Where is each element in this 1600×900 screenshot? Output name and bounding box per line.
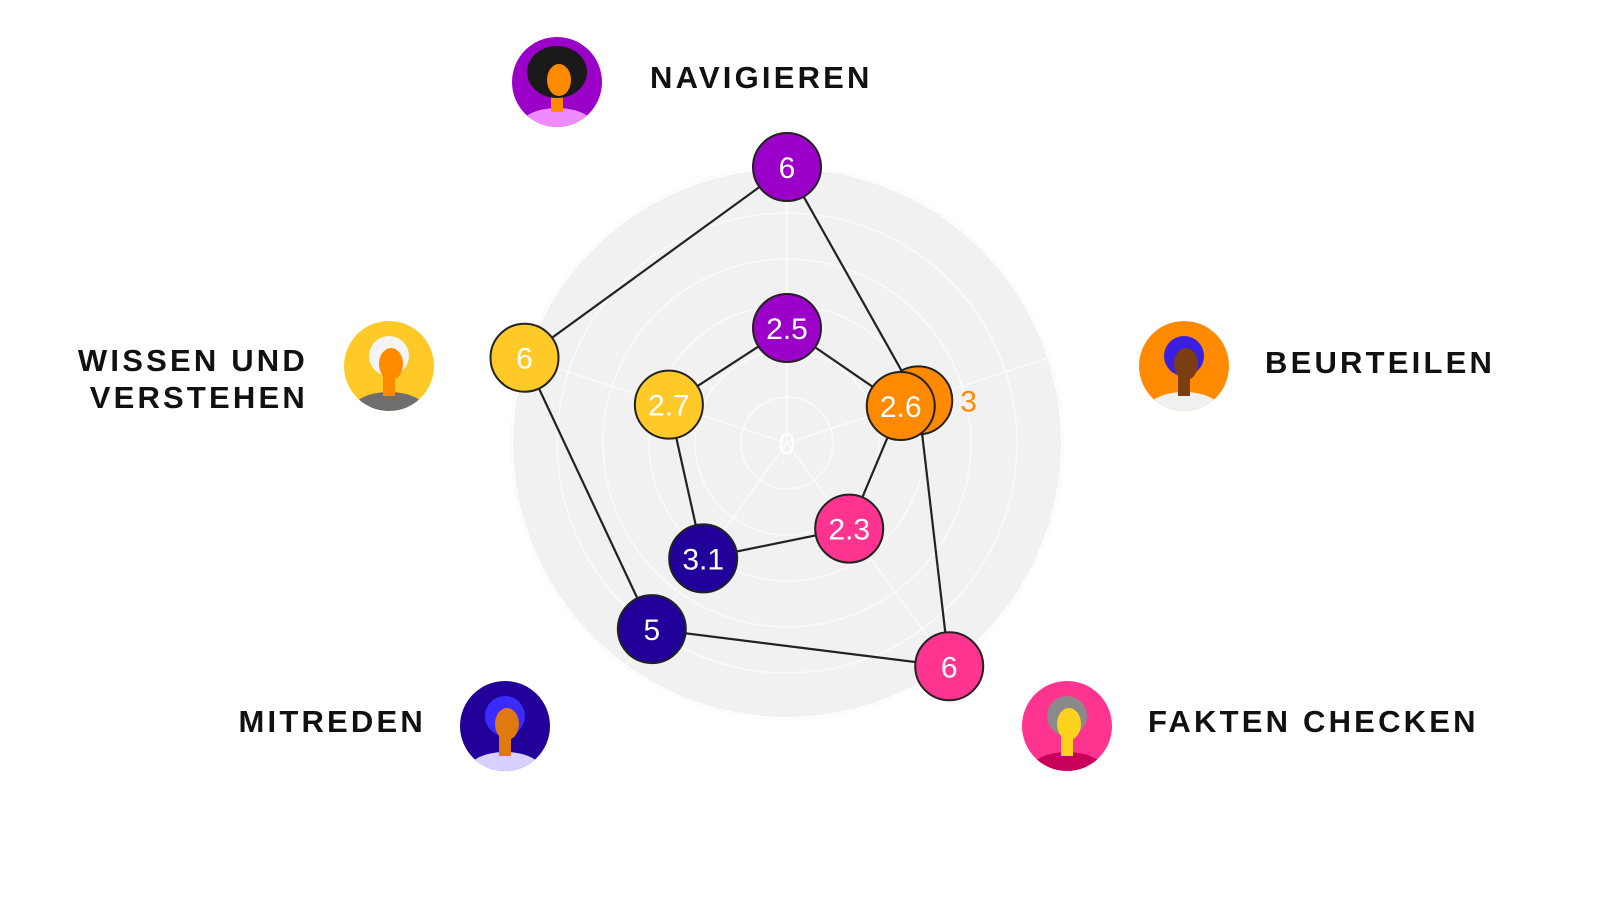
data-label: 2.7 bbox=[648, 390, 690, 423]
avatar-icon bbox=[1139, 321, 1229, 411]
data-label: 3 bbox=[960, 385, 977, 418]
data-point-inner: 3.1 bbox=[668, 523, 739, 594]
center-label: 0 bbox=[779, 428, 796, 461]
data-marker bbox=[865, 371, 936, 442]
avatar-face bbox=[379, 348, 403, 380]
avatar-shirt bbox=[1027, 752, 1107, 771]
axis-label-wissen-und-verstehen: WISSEN UND VERSTEHEN bbox=[78, 342, 308, 416]
axis-label-line: VERSTEHEN bbox=[89, 380, 308, 415]
data-label: 2.3 bbox=[828, 514, 870, 547]
avatar-shirt bbox=[1144, 392, 1224, 411]
axis-label-line: WISSEN UND bbox=[77, 343, 308, 378]
data-point-outer: 5 bbox=[616, 594, 687, 665]
series-line-outer bbox=[523, 165, 951, 668]
data-marker bbox=[914, 631, 985, 702]
data-point-inner: 2.6 bbox=[865, 371, 936, 442]
avatar-shirt bbox=[349, 392, 429, 411]
avatar-figure bbox=[349, 336, 429, 411]
avatar-icon bbox=[512, 37, 602, 127]
data-marker bbox=[616, 594, 687, 665]
data-marker bbox=[752, 293, 822, 363]
data-label: 5 bbox=[643, 614, 660, 647]
avatar-figure bbox=[1027, 696, 1107, 771]
data-marker bbox=[668, 523, 739, 594]
data-label: 6 bbox=[516, 343, 533, 376]
avatar-shirt bbox=[465, 752, 545, 771]
data-label: 3.1 bbox=[682, 543, 724, 576]
avatar-shirt bbox=[517, 108, 597, 127]
avatar-figure bbox=[465, 696, 545, 771]
data-label: 6 bbox=[941, 651, 958, 684]
data-label: 2.5 bbox=[766, 313, 808, 346]
avatar-face bbox=[1057, 708, 1081, 740]
axis-label-fakten-checken: FAKTEN CHECKEN bbox=[1148, 704, 1479, 739]
data-label: 6 bbox=[779, 152, 796, 185]
data-label: 2.6 bbox=[880, 391, 922, 424]
data-marker bbox=[752, 132, 822, 202]
avatar-face bbox=[495, 708, 519, 740]
avatar-face bbox=[547, 64, 571, 96]
data-point-inner: 2.5 bbox=[752, 293, 822, 363]
data-point-inner: 2.3 bbox=[814, 493, 885, 564]
avatar-figure bbox=[517, 46, 597, 127]
avatar-face bbox=[1174, 348, 1198, 380]
data-marker bbox=[633, 369, 704, 440]
data-marker bbox=[814, 493, 885, 564]
axis-label-navigieren: NAVIGIEREN bbox=[650, 60, 873, 95]
data-marker bbox=[489, 322, 560, 393]
avatar-icon bbox=[344, 321, 434, 411]
avatar-figure bbox=[1144, 336, 1224, 411]
data-point-inner: 2.7 bbox=[633, 369, 704, 440]
data-point-outer: 6 bbox=[489, 322, 560, 393]
data-point-outer: 6 bbox=[914, 631, 985, 702]
avatar-icon bbox=[1022, 681, 1112, 771]
axis-label-mitreden: MITREDEN bbox=[238, 704, 426, 739]
avatar-icon bbox=[460, 681, 550, 771]
data-point-outer: 6 bbox=[752, 132, 822, 202]
axis-label-beurteilen: BEURTEILEN bbox=[1265, 345, 1496, 380]
